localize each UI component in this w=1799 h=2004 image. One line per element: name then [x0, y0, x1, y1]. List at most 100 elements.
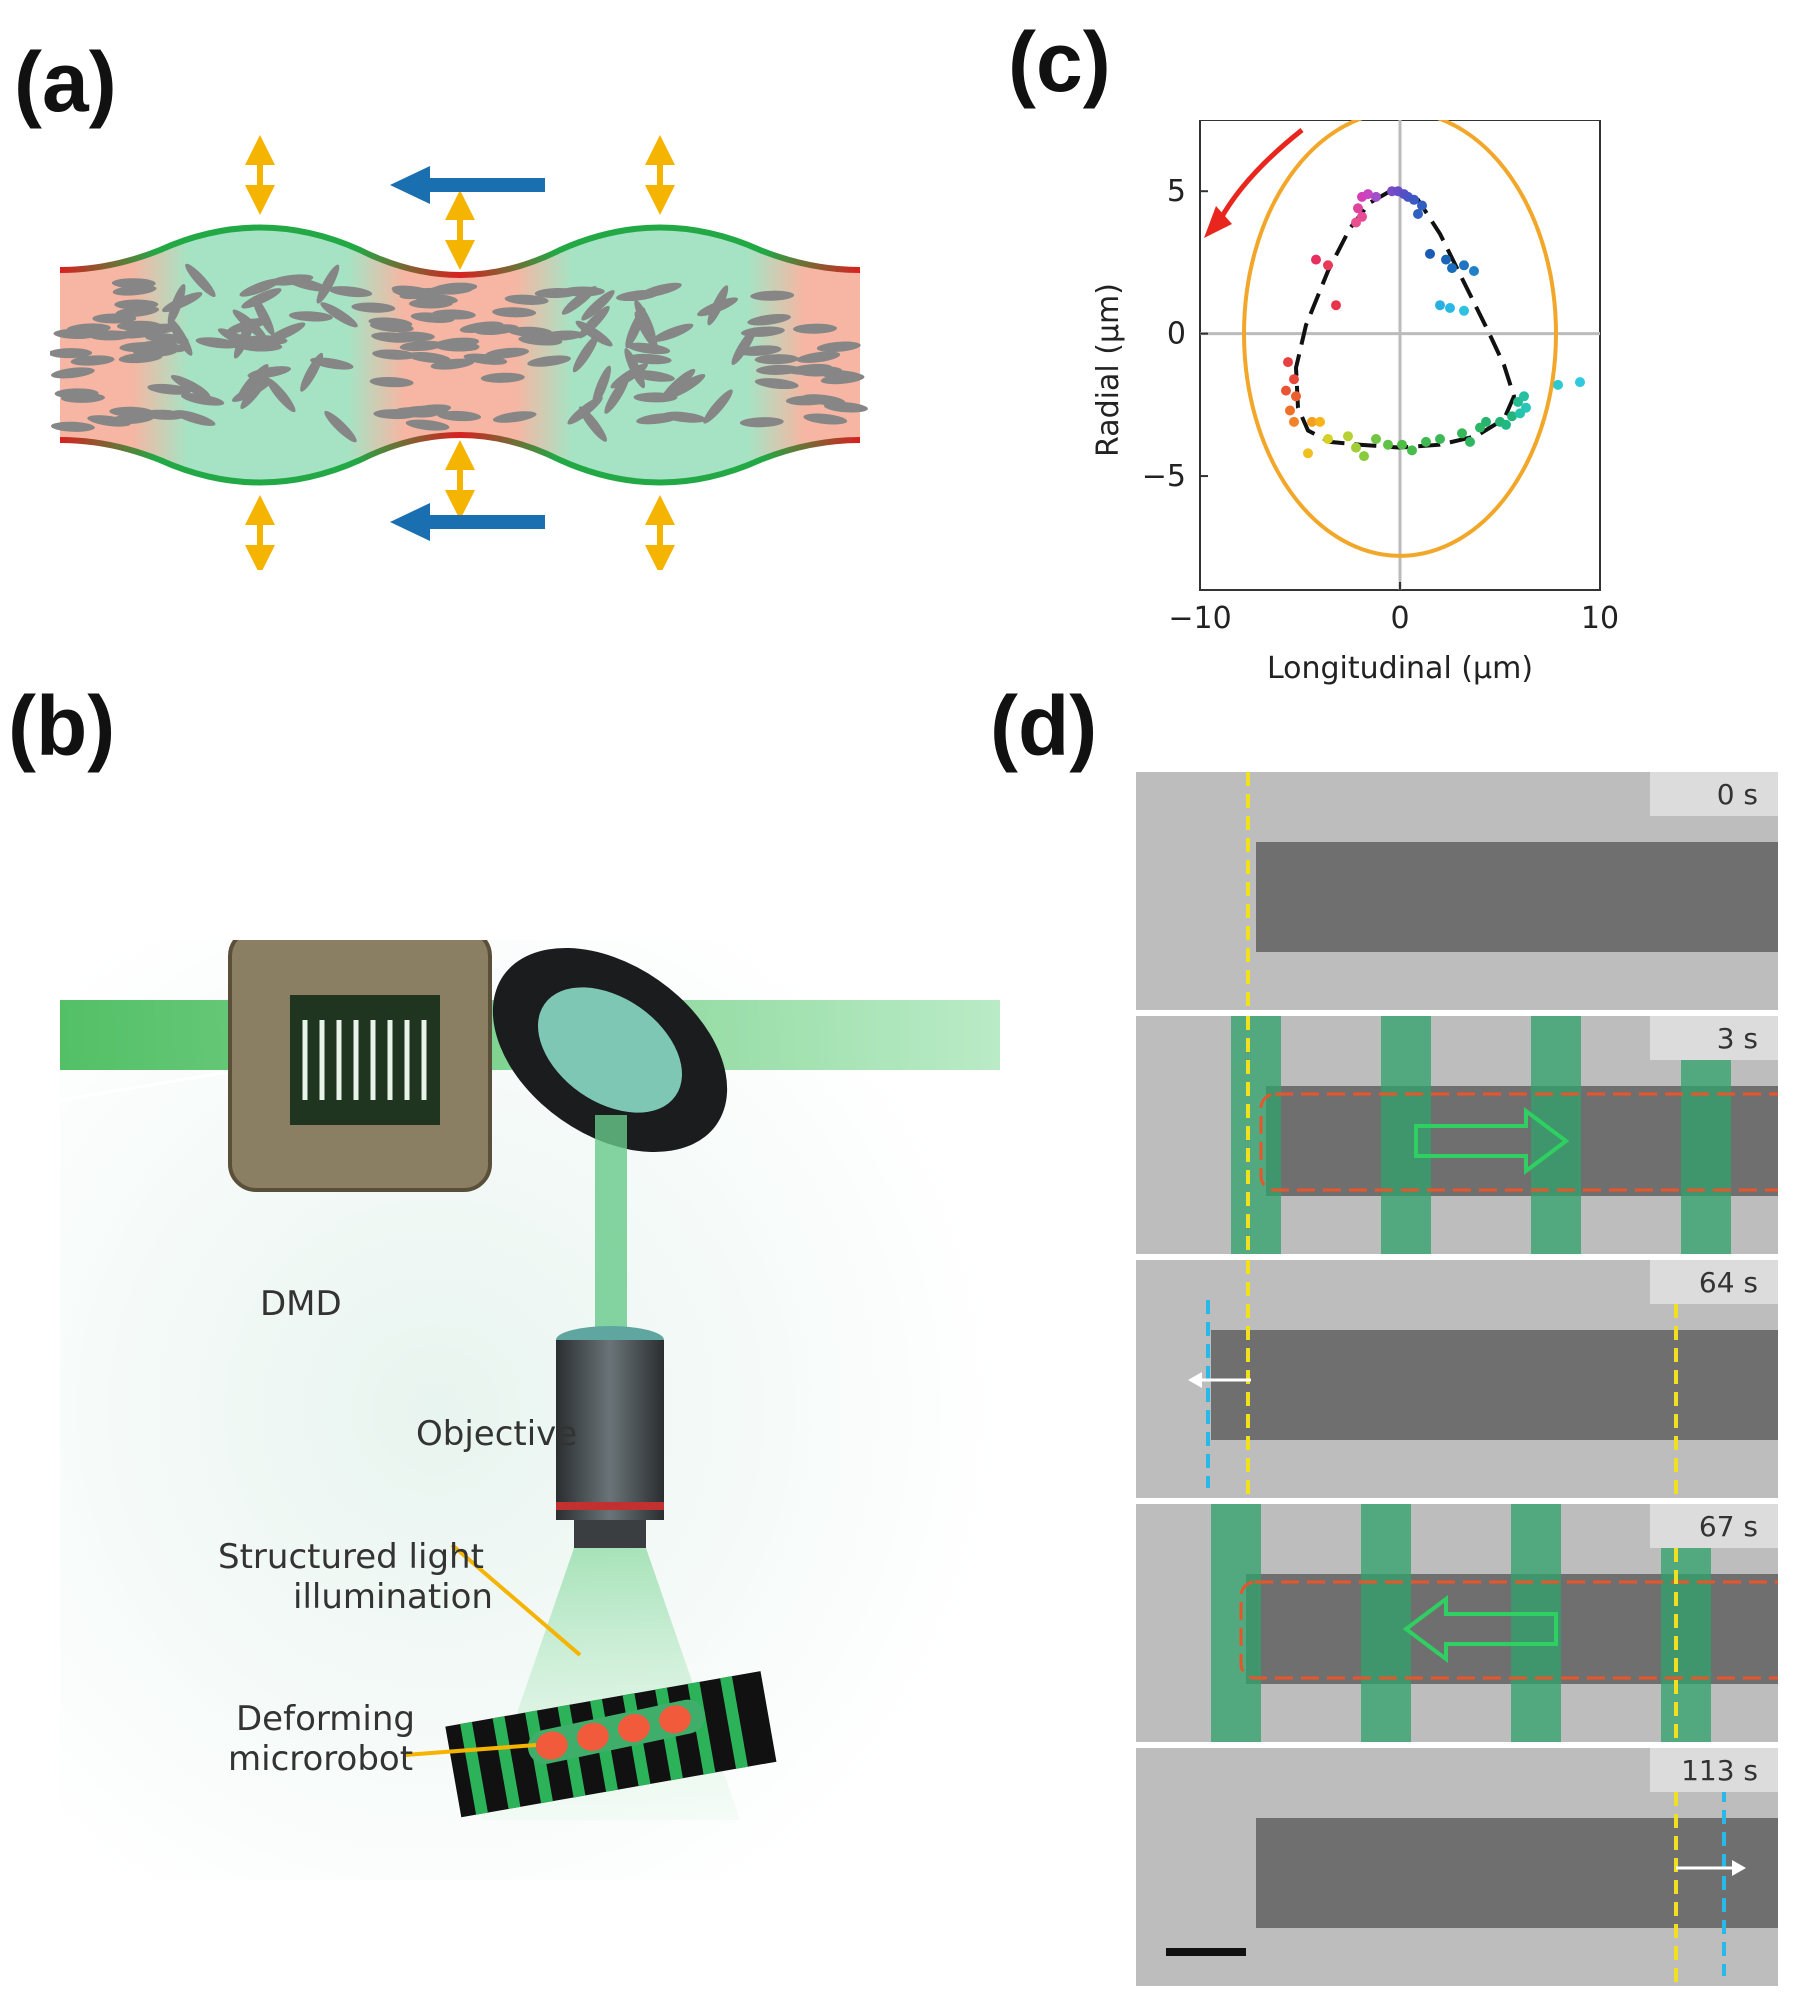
- mirror-optic: [492, 947, 728, 1153]
- fit-curve-line: [1293, 189, 1517, 450]
- mesogen: [92, 313, 137, 324]
- light-stripe: [1511, 1504, 1561, 1742]
- data-point: [1371, 434, 1381, 444]
- data-point: [1447, 263, 1457, 274]
- panel-label-b: (b): [8, 679, 116, 773]
- mesogen: [266, 377, 296, 413]
- mesogen: [391, 285, 436, 298]
- mesogen: [51, 367, 95, 379]
- mesogen: [739, 417, 784, 428]
- dmd-device: [228, 940, 492, 1192]
- mesogen: [581, 290, 615, 321]
- scatter-points: [1281, 186, 1585, 462]
- light-stripe: [1361, 1504, 1411, 1742]
- data-point: [1331, 300, 1341, 311]
- mesogen: [508, 326, 553, 337]
- mesogen: [636, 413, 680, 425]
- mesogen: [492, 307, 537, 318]
- data-point: [1323, 260, 1333, 271]
- data-point: [1521, 402, 1531, 413]
- data-point: [1291, 391, 1301, 402]
- data-point: [1283, 357, 1293, 368]
- mesogen: [428, 284, 473, 295]
- data-point: [1519, 391, 1529, 402]
- mesogen: [754, 378, 799, 390]
- label-structured-2: illumination: [293, 1577, 493, 1617]
- mesogen: [173, 410, 216, 426]
- mesogen: [801, 394, 846, 406]
- mesogen: [592, 365, 612, 407]
- mesogen: [626, 342, 671, 355]
- bottom-edge: [59, 431, 861, 486]
- mesogen: [697, 297, 739, 317]
- light-stripe: [1231, 1016, 1281, 1254]
- microrobot: [527, 1699, 705, 1764]
- mesogen: [147, 383, 192, 395]
- time-badge: [1650, 1260, 1778, 1304]
- scale-bar: [1166, 1948, 1246, 1956]
- objective-lens: [556, 1326, 664, 1548]
- y-tick-label: −5: [1142, 459, 1186, 494]
- blue-arrow-top: [390, 166, 545, 204]
- mesogen: [820, 373, 865, 385]
- motion-arrow-left: [1402, 1595, 1558, 1663]
- panel-label-c: (c): [1008, 15, 1111, 109]
- data-point: [1425, 248, 1435, 259]
- data-point: [1359, 451, 1369, 462]
- mesogen: [399, 340, 444, 352]
- mesogen: [435, 341, 480, 352]
- data-point: [1459, 260, 1469, 271]
- mesogen: [408, 298, 453, 309]
- mesogen: [53, 328, 98, 340]
- panel-label-a: (a): [14, 35, 117, 129]
- data-point: [1343, 431, 1353, 442]
- outline-dashed: [1259, 1092, 1778, 1192]
- fit-curve: [1293, 189, 1517, 450]
- mesogen: [320, 302, 358, 328]
- mesogen: [371, 332, 416, 343]
- mesogen: [572, 335, 599, 373]
- label-objective: Objective: [416, 1414, 577, 1454]
- data-point: [1441, 254, 1451, 265]
- label-deforming-1: Deforming: [236, 1699, 415, 1739]
- mesogen: [247, 366, 292, 379]
- data-point: [1481, 416, 1491, 427]
- y-tick-label: 5: [1167, 174, 1186, 209]
- data-point: [1353, 203, 1363, 214]
- mesogen: [265, 322, 306, 344]
- time-label: 64 s: [1699, 1266, 1758, 1299]
- data-point: [1459, 305, 1469, 316]
- mesogen-molecules: [50, 263, 868, 443]
- data-point: [1363, 189, 1373, 200]
- microrobot-body: [1256, 842, 1778, 952]
- mesogen: [750, 290, 795, 301]
- data-point: [1323, 434, 1333, 444]
- leader-lines: [404, 1543, 582, 1757]
- data-point: [1315, 416, 1325, 427]
- data-point: [1289, 374, 1299, 385]
- x-tick-label: −10: [1168, 601, 1231, 636]
- data-point: [1435, 300, 1445, 311]
- mesogen: [316, 264, 340, 304]
- data-point: [1553, 379, 1563, 390]
- data-point: [1409, 194, 1419, 205]
- mesogen: [50, 348, 93, 359]
- data-point: [1413, 209, 1423, 219]
- mesogen: [639, 282, 682, 298]
- mesogen: [627, 353, 672, 365]
- rotation-arrow: [1217, 128, 1304, 222]
- mesogen: [372, 349, 417, 360]
- mesogen: [118, 352, 163, 364]
- mesogen: [754, 354, 799, 365]
- mesogen: [803, 413, 848, 425]
- mesogen: [119, 342, 164, 353]
- timelapse-frame: 3 s: [1136, 1016, 1778, 1254]
- mesogen: [110, 413, 155, 425]
- mesogen: [369, 377, 414, 388]
- mesogen: [561, 286, 597, 315]
- microrobot-body: [1256, 1818, 1778, 1928]
- rotation-arrowhead: [1204, 206, 1232, 238]
- timelapse-frame: 64 s: [1136, 1260, 1778, 1498]
- mesogen: [504, 294, 549, 305]
- mesogen: [369, 321, 414, 333]
